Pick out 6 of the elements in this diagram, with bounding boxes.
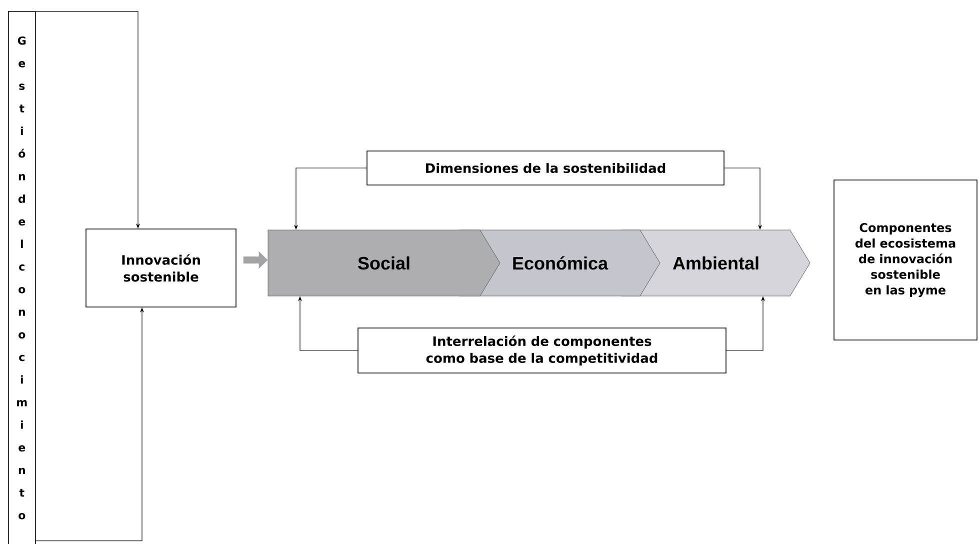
text-box: Dimensiones de la sostenibilidad [366, 150, 724, 186]
text-box: Interrelación de componentes como base de la competitividad [358, 328, 726, 374]
text-box: Componentes del ecosistema de innovación sostenible en las pyme [834, 180, 978, 340]
process-box: Innovación sostenible [86, 228, 236, 308]
vertical-label-box: Gestión del conocimiento [8, 11, 36, 544]
chevron-band: Social [268, 230, 500, 296]
